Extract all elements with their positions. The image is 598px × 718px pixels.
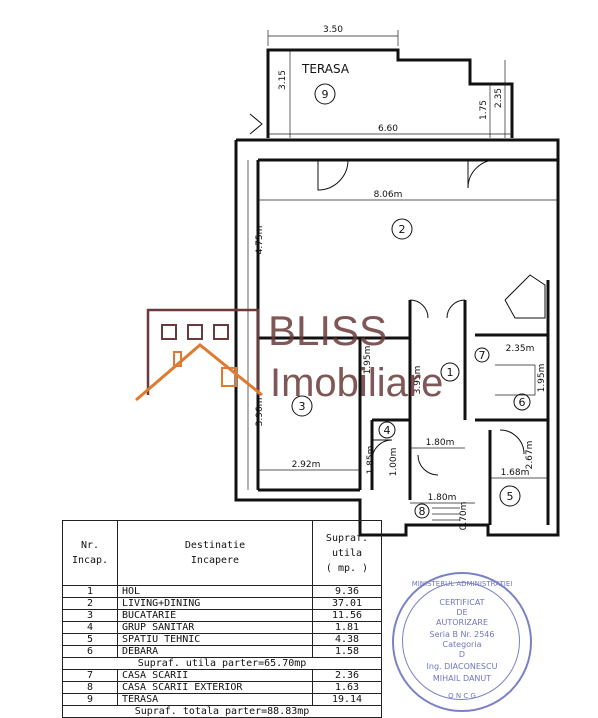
header-destination: Destinatie Incapere [117,520,313,586]
dim-stair-width: 2.35m [506,344,535,354]
table-row: 1 HOL 9.36 [62,585,382,598]
brand-bottom-text: Imobiliare [270,361,443,405]
room-number-5: 5 [507,490,514,503]
subtotal-row: Supraf. utila parter=65.70mp [62,657,382,670]
dim-tech-width: 1.68m [501,468,530,478]
header-nr: Nr. Incap. [62,520,118,586]
brand-top-text: BLISS [268,307,387,354]
total-row: Supraf. totala parter=88.83mp [62,705,382,718]
dim-terrace-depth: 3.15 [278,70,288,90]
room-area-table: Nr. Incap. Destinatie Incapere Supraf. u… [62,520,382,718]
bliss-logo [135,308,263,402]
dim-terrace-side-a: 1.75 [479,100,489,120]
table-row: 2 LIVING+DINING 37.01 [62,597,382,610]
table-row: 4 GRUP SANITAR 1.81 [62,621,382,634]
dim-hall-depth-b: 3.95m [413,366,423,395]
table-row: 3 BUCATARIE 11.56 [62,609,382,622]
dim-terrace-width: 3.50 [323,25,343,35]
table-row: 8 CASA SCARII EXTERIOR 1.63 [62,681,382,694]
dim-living-width: 8.06m [374,190,403,200]
dim-living-depth: 4.75m [255,226,265,255]
table-row: 5 SPATIU TEHNIC 4.38 [62,633,382,646]
room-number-6: 6 [519,396,526,409]
room-number-9: 9 [322,88,329,101]
house-outline [234,138,560,537]
room-number-1: 1 [447,366,454,379]
dim-ext-stair-depth: 0.70m [459,502,469,531]
dim-kitchen-width: 2.92m [292,460,321,470]
room-number-3: 3 [299,400,306,413]
stamp-inner-ring [402,582,520,700]
table-row: 6 DEBARA 1.58 [62,645,382,658]
dim-hall-depth-a: 1.95m [363,346,373,375]
room-number-7: 7 [479,349,486,362]
dim-ext-stair-width: 1.80m [428,493,457,503]
dim-kitchen-depth: 3.96m [255,398,265,427]
table-row: 9 TERASA 19.14 [62,693,382,706]
dim-bath-width: 1.00m [389,448,399,477]
terrace-label: TERASA [301,62,350,76]
room-number-8: 8 [419,505,426,518]
dim-terrace-side-b: 2.35 [494,88,504,108]
dim-terrace-base: 6.60 [378,124,398,134]
dim-bath-depth: 1.85m [366,446,376,475]
authorization-stamp: MINISTERUL ADMINISTRATIEI CERTIFICAT DE … [392,572,532,712]
room-number-2: 2 [399,223,406,236]
dim-hall-width: 1.80m [426,438,455,448]
room-number-4: 4 [384,424,391,437]
dim-tech-depth: 2.67m [525,441,535,470]
dim-stair-depth: 1.95m [537,364,547,393]
header-area: Supraf. utila ( mp. ) [312,520,382,586]
table-row: 7 CASA SCARII 2.36 [62,669,382,682]
